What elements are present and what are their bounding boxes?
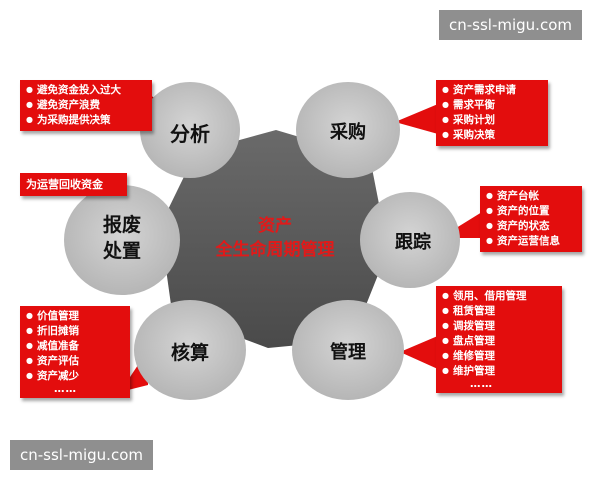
- node-accounting: 核算: [170, 342, 209, 364]
- callout-item: 维护管理: [442, 364, 556, 379]
- callout-item: 避免资金投入过大: [26, 83, 146, 98]
- procurement-callout: 资产需求申请需求平衡采购计划采购决策: [436, 80, 548, 146]
- disposal-circle: [64, 185, 180, 295]
- accounting-callout: 价值管理折旧摊销减值准备资产评估资产减少……: [20, 306, 130, 398]
- center-hexagon: [160, 130, 388, 348]
- tracking-callout: 资产台帐资产的位置资产的状态资产运营信息: [480, 186, 582, 252]
- watermark-bottom: cn-ssl-migu.com: [10, 440, 153, 470]
- callout-item: 避免资产浪费: [26, 98, 146, 113]
- management-pointer: [400, 335, 440, 370]
- node-disposal: 报废处置: [102, 214, 141, 262]
- callout-item: 调拨管理: [442, 319, 556, 334]
- management-circle: [292, 300, 404, 400]
- callout-item: 折旧摊销: [26, 324, 124, 339]
- callout-item: 资产减少: [26, 369, 124, 384]
- callout-item: 领用、借用管理: [442, 289, 556, 304]
- disposal-callout: 为运营回收资金: [20, 173, 127, 196]
- center-title-line2: 全生命周期管理: [215, 240, 335, 260]
- node-analysis: 分析: [170, 122, 210, 146]
- center-title: 资产 全生命周期管理: [190, 214, 360, 262]
- callout-item: 为采购提供决策: [26, 113, 146, 128]
- callout-item: 减值准备: [26, 339, 124, 354]
- analysis-callout: 避免资金投入过大避免资产浪费为采购提供决策: [20, 80, 152, 131]
- accounting-circle: [134, 300, 246, 400]
- callout-item: 盘点管理: [442, 334, 556, 349]
- callout-item: 采购决策: [442, 128, 542, 143]
- tracking-callout-list: 资产台帐资产的位置资产的状态资产运营信息: [486, 189, 576, 249]
- analysis-circle: [140, 82, 240, 178]
- callout-item: 采购计划: [442, 113, 542, 128]
- tracking-circle: [360, 192, 460, 288]
- procurement-pointer: [395, 104, 438, 134]
- analysis-callout-list: 避免资金投入过大避免资产浪费为采购提供决策: [26, 83, 146, 128]
- callout-item: 资产运营信息: [486, 234, 576, 249]
- callout-item: 维修管理: [442, 349, 556, 364]
- procurement-circle: [296, 82, 400, 178]
- watermark-top: cn-ssl-migu.com: [439, 10, 582, 40]
- callout-item: 资产台帐: [486, 189, 576, 204]
- accounting-callout-list: 价值管理折旧摊销减值准备资产评估资产减少……: [26, 309, 124, 395]
- node-procurement: 采购: [330, 122, 366, 143]
- node-management: 管理: [330, 342, 366, 363]
- callout-item: ……: [54, 383, 77, 395]
- procurement-callout-list: 资产需求申请需求平衡采购计划采购决策: [442, 83, 542, 143]
- callout-item: 资产需求申请: [442, 83, 542, 98]
- callout-item: 价值管理: [26, 309, 124, 324]
- center-title-line1: 资产: [258, 216, 292, 236]
- callout-item: 资产的状态: [486, 219, 576, 234]
- callout-item: 资产评估: [26, 354, 124, 369]
- management-callout-list: 领用、借用管理租赁管理调拨管理盘点管理维修管理维护管理……: [442, 289, 556, 390]
- callout-item: 租赁管理: [442, 304, 556, 319]
- callout-item: 需求平衡: [442, 98, 542, 113]
- management-callout: 领用、借用管理租赁管理调拨管理盘点管理维修管理维护管理……: [436, 286, 562, 393]
- callout-item: ……: [470, 378, 493, 390]
- callout-item: 资产的位置: [486, 204, 576, 219]
- node-tracking: 跟踪: [395, 232, 431, 253]
